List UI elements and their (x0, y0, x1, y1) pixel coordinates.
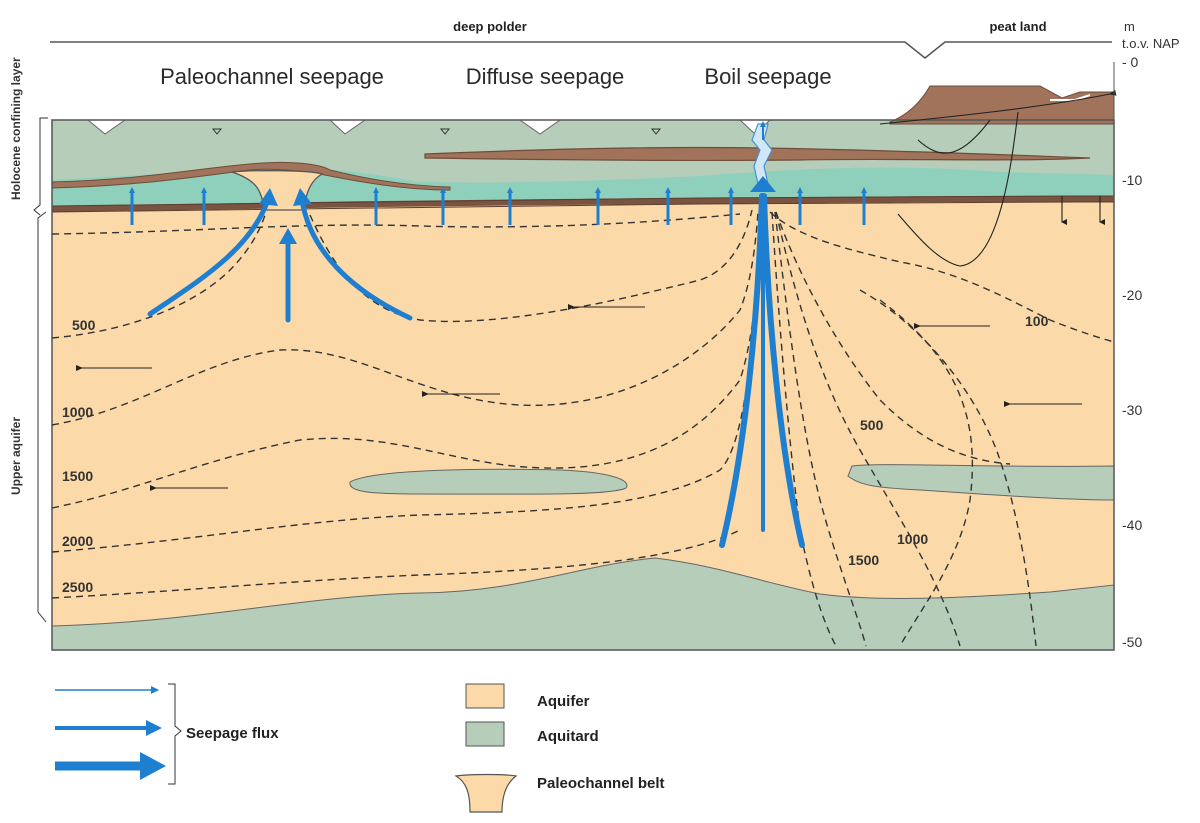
clay-band-paleochannel (51, 161, 451, 191)
label-unit-m: m (1124, 19, 1135, 34)
depth-tick-label: -50 (1122, 634, 1142, 650)
label-holocene-confining-layer: Holocene confining layer (9, 57, 23, 200)
boil-seepage-arrows (719, 193, 805, 548)
legend-label-seepage-flux: Seepage flux (186, 725, 279, 742)
legend-label-aquitard: Aquitard (537, 728, 599, 745)
depth-tick-label: -20 (1122, 287, 1142, 303)
legend: Seepage flux Aquifer Aquitard Paleochann… (55, 683, 665, 813)
horizontal-flow-arrows (76, 304, 1082, 491)
aquitard-lens-right (847, 464, 1115, 501)
paleochannel-seepage-arrows (147, 197, 413, 323)
contour-label: 2000 (62, 533, 93, 549)
contour-label: 1000 (897, 531, 928, 547)
surface-line (50, 41, 1112, 59)
heading-diffuse-seepage: Diffuse seepage (466, 64, 625, 89)
legend-label-paleochannel-belt: Paleochannel belt (537, 775, 665, 792)
depth-tick-label: -10 (1122, 172, 1142, 188)
peat-layer (889, 85, 1115, 125)
paleochannel-arrowheads (259, 188, 312, 244)
peat-land-flowlines (879, 89, 1117, 267)
contour-label: 500 (860, 417, 884, 433)
contour-labels-right: 100 500 1000 1500 (848, 313, 1049, 568)
boil-arrowhead (750, 176, 776, 192)
legend-label-aquifer: Aquifer (537, 693, 590, 710)
heading-paleochannel-seepage: Paleochannel seepage (160, 64, 384, 89)
legend-swatch-paleochannel-belt (454, 773, 518, 813)
legend-flux-bracket (168, 683, 182, 785)
contour-label: 100 (1025, 313, 1049, 329)
label-peat-land: peat land (989, 19, 1046, 34)
contour-label: 2500 (62, 579, 93, 595)
depth-tick-label: -30 (1122, 402, 1142, 418)
contour-label: 1500 (62, 468, 93, 484)
legend-flux-thick-head (140, 752, 166, 780)
aquitard-lens-left (349, 468, 628, 495)
diffuse-seepage-arrows (129, 187, 867, 225)
contour-label: 500 (72, 317, 96, 333)
contour-labels-left: 500 1000 1500 2000 2500 (62, 317, 96, 595)
legend-swatch-aquifer (465, 683, 505, 709)
label-deep-polder: deep polder (453, 19, 527, 34)
depth-axis: - 0 -10 -20 -30 -40 -50 (1113, 54, 1142, 650)
heading-boil-seepage: Boil seepage (704, 64, 831, 89)
label-upper-aquifer: Upper aquifer (9, 417, 23, 495)
contour-label: 1500 (848, 552, 879, 568)
contour-label: 1000 (62, 404, 93, 420)
legend-flux-medium-head (146, 720, 162, 736)
label-unit-ref: t.o.v. NAP (1122, 36, 1180, 51)
equipotential-contours (51, 209, 1115, 647)
depth-tick-label: - 0 (1122, 54, 1139, 70)
legend-swatch-aquitard (465, 721, 505, 747)
bottom-aquitard (51, 557, 1115, 651)
bracket-upper-aquifer (37, 211, 47, 623)
water-table-markers (211, 128, 662, 135)
depth-tick-label: -40 (1122, 517, 1142, 533)
bracket-holocene (33, 117, 48, 216)
clay-band-upper (424, 146, 1091, 161)
